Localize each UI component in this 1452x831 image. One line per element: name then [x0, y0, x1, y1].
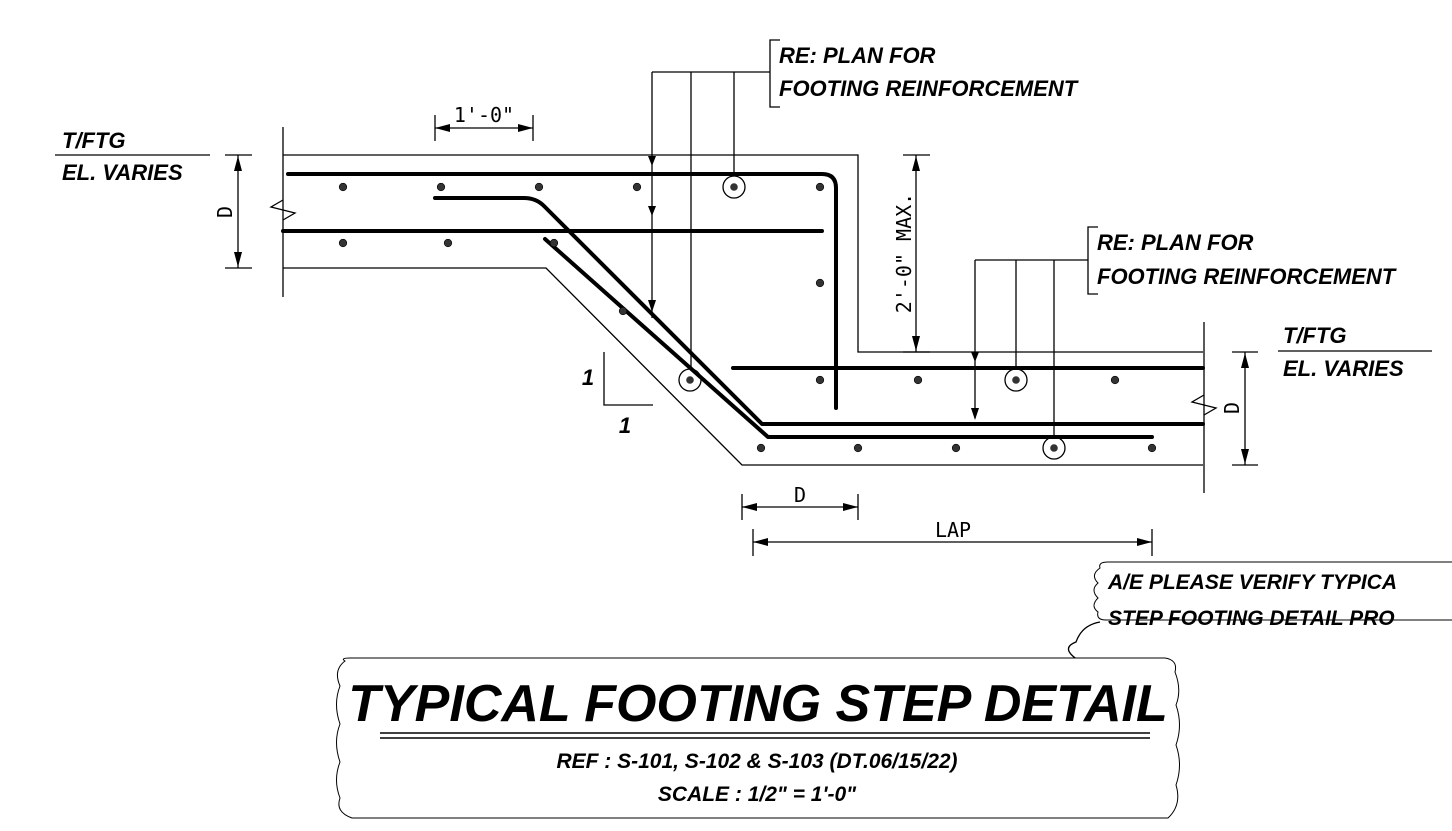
circled-bars	[678, 175, 1066, 460]
right-elevation-bottom: EL. VARIES	[1283, 356, 1404, 381]
footing-outline	[269, 127, 1218, 493]
slope-rise: 1	[582, 365, 594, 390]
bottom-d-label: D	[794, 483, 806, 507]
review-note-line2: STEP FOOTING DETAIL PRO	[1108, 607, 1395, 630]
detail-scale: SCALE : 1/2" = 1'-0"	[658, 783, 857, 806]
left-elevation-top: T/FTG	[62, 128, 126, 153]
top-callout-line1: RE: PLAN FOR	[779, 43, 936, 68]
top-reinforcement-callout: RE: PLAN FOR FOOTING REINFORCEMENT	[648, 39, 1079, 369]
left-elevation-label: T/FTG EL. VARIES	[55, 128, 210, 185]
right-callout-line2: FOOTING REINFORCEMENT	[1097, 264, 1397, 289]
left-d-dimension: D	[213, 154, 252, 269]
bar-dots	[338, 182, 1157, 453]
right-elevation-top: T/FTG	[1283, 323, 1347, 348]
max-step-label: 2'-0" MAX.	[892, 193, 916, 313]
slope-run: 1	[619, 413, 631, 438]
lap-dimension: LAP	[752, 518, 1153, 556]
detail-reference: REF : S-101, S-102 & S-103 (DT.06/15/22)	[556, 750, 957, 773]
title-block: TYPICAL FOOTING STEP DETAIL REF : S-101,…	[336, 657, 1180, 819]
detail-title: TYPICAL FOOTING STEP DETAIL	[348, 675, 1168, 733]
bottom-d-dimension: D	[741, 483, 859, 520]
top-callout-line2: FOOTING REINFORCEMENT	[779, 76, 1079, 101]
lap-label: LAP	[935, 518, 971, 542]
left-d-label: D	[213, 206, 237, 218]
right-d-label: D	[1220, 402, 1244, 414]
one-foot-label: 1'-0"	[454, 103, 514, 127]
max-step-dimension: 2'-0" MAX.	[892, 154, 930, 353]
one-foot-dimension: 1'-0"	[434, 103, 534, 141]
right-d-dimension: D	[1220, 351, 1258, 466]
review-note-line1: A/E PLEASE VERIFY TYPICA	[1107, 571, 1397, 594]
left-elevation-bottom: EL. VARIES	[62, 160, 183, 185]
right-reinforcement-callout: RE: PLAN FOR FOOTING REINFORCEMENT	[971, 226, 1397, 437]
slope-indicator: 1 1	[582, 352, 653, 438]
review-note-cloud: A/E PLEASE VERIFY TYPICA STEP FOOTING DE…	[1067, 561, 1452, 661]
reinforcing-bars	[281, 172, 1205, 439]
right-elevation-label: T/FTG EL. VARIES	[1278, 323, 1432, 381]
right-callout-line1: RE: PLAN FOR	[1097, 230, 1254, 255]
